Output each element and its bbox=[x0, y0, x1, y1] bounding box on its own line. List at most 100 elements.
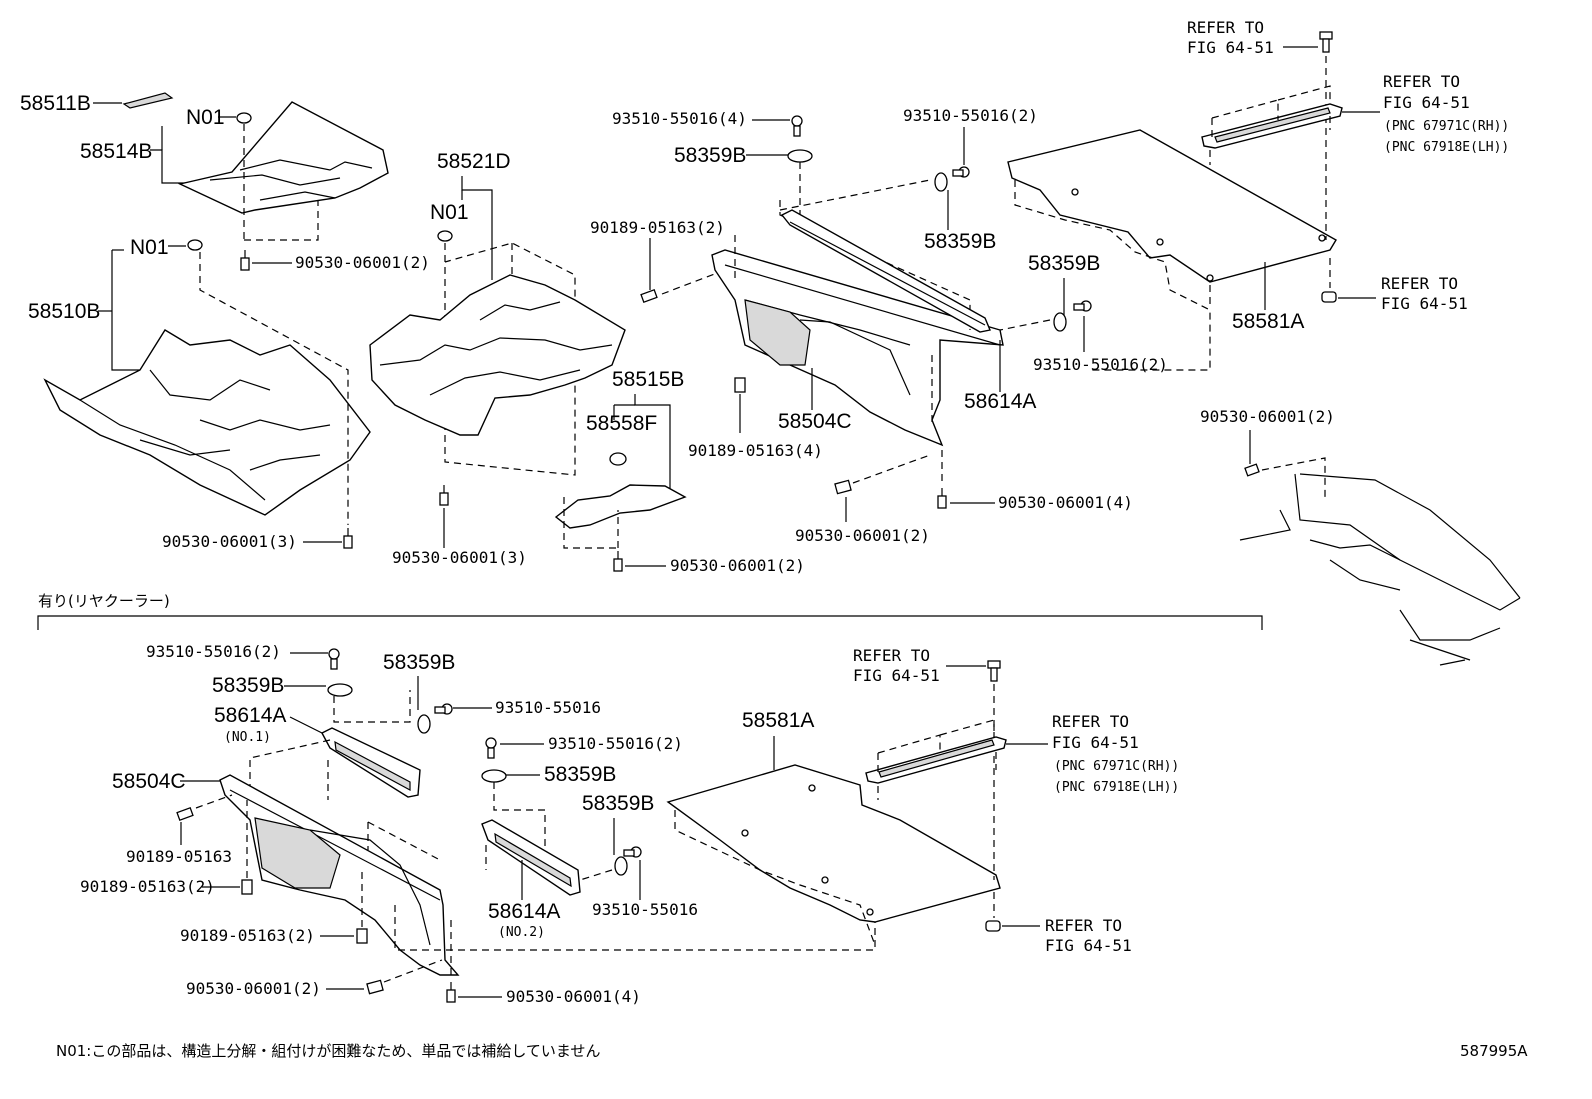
label-58504C-a: 58504C bbox=[778, 410, 852, 433]
part-58581A-b bbox=[666, 764, 1001, 923]
refer-f-line1: REFER TO bbox=[1045, 916, 1122, 935]
refer-f-line2: FIG 64-51 bbox=[1045, 936, 1132, 955]
bolt-90530-g bbox=[1244, 463, 1260, 477]
part-58614A-a bbox=[780, 209, 991, 333]
refer-c-line1: REFER TO bbox=[1381, 274, 1458, 293]
label-90530-06001-2-a: 90530-06001(2) bbox=[295, 253, 430, 272]
refer-b-line1: REFER TO bbox=[1383, 72, 1460, 91]
label-58510B: 58510B bbox=[28, 300, 100, 323]
clip-90189-b bbox=[734, 377, 746, 393]
label-93510-55016-2-d: 93510-55016(2) bbox=[548, 734, 683, 753]
screw-93510-f bbox=[485, 737, 497, 759]
label-90530-06001-2-c: 90530-06001(2) bbox=[795, 526, 930, 545]
clip-90189-e bbox=[356, 928, 368, 944]
clip-90189-c bbox=[176, 807, 194, 821]
label-90189-05163-4: 90189-05163(4) bbox=[688, 441, 823, 460]
clip-58359B-e bbox=[417, 714, 431, 734]
screw-refer-d bbox=[987, 660, 1001, 682]
label-90189-05163-2-b: 90189-05163(2) bbox=[80, 877, 215, 896]
clip-58359B-c bbox=[1053, 312, 1067, 332]
clip-58359B-b bbox=[934, 172, 948, 192]
label-N01-b: N01 bbox=[130, 236, 169, 259]
label-58581A-b: 58581A bbox=[742, 709, 814, 732]
figure-id: 587995A bbox=[1460, 1042, 1528, 1060]
part-58511B bbox=[122, 92, 174, 109]
clip-N01-c bbox=[437, 230, 453, 242]
label-90530-06001-2-d: 90530-06001(2) bbox=[1200, 407, 1335, 426]
label-90530-06001-4-a: 90530-06001(4) bbox=[998, 493, 1133, 512]
label-90189-05163-2-c: 90189-05163(2) bbox=[180, 926, 315, 945]
footnote: N01:この部品は、構造上分解・組付けが困難なため、単品では補給していません bbox=[56, 1042, 600, 1060]
pnc-a-line1: (PNC 67971C(RH)) bbox=[1384, 119, 1509, 134]
label-58359B-e: 58359B bbox=[383, 651, 455, 674]
bolt-90530-e bbox=[834, 479, 852, 495]
nut-refer-f bbox=[985, 920, 1001, 932]
bolt-90530-h bbox=[366, 979, 384, 995]
screw-refer-a bbox=[1319, 31, 1333, 53]
label-no1: (NO.1) bbox=[224, 730, 271, 745]
clip-N01-a bbox=[236, 112, 252, 124]
label-58359B-g: 58359B bbox=[582, 792, 654, 815]
bolt-90530-f bbox=[937, 488, 947, 509]
screw-93510-c bbox=[1073, 300, 1092, 312]
clip-58558F bbox=[609, 452, 627, 466]
label-90189-05163-a: 90189-05163 bbox=[126, 847, 232, 866]
clip-N01-b bbox=[187, 239, 203, 251]
screw-93510-d bbox=[328, 648, 340, 670]
refer-d-line1: REFER TO bbox=[853, 646, 930, 665]
label-58614A-b: 58614A bbox=[214, 704, 286, 727]
pnc-a-line2: (PNC 67918E(LH)) bbox=[1384, 140, 1509, 155]
label-58359B-b: 58359B bbox=[924, 230, 996, 253]
refer-a-line2: FIG 64-51 bbox=[1187, 38, 1274, 57]
label-N01-c: N01 bbox=[430, 201, 469, 224]
part-58514B bbox=[177, 101, 389, 214]
label-N01-a: N01 bbox=[186, 106, 225, 129]
label-90530-06001-4-b: 90530-06001(4) bbox=[506, 987, 641, 1006]
label-90530-06001-3-b: 90530-06001(3) bbox=[392, 548, 527, 567]
label-93510-55016-2-c: 93510-55016(2) bbox=[146, 642, 281, 661]
label-58359B-a: 58359B bbox=[674, 144, 746, 167]
label-58511B: 58511B bbox=[20, 92, 91, 115]
part-58510B bbox=[43, 329, 371, 516]
refer-a-line1: REFER TO bbox=[1187, 18, 1264, 37]
clip-90189-d bbox=[241, 879, 253, 895]
bolt-90530-c bbox=[439, 485, 449, 506]
label-58614A-c: 58614A bbox=[488, 900, 560, 923]
clip-58359B-a bbox=[787, 149, 813, 163]
label-93510-55016-b: 93510-55016 bbox=[592, 900, 698, 919]
bolt-90530-d bbox=[613, 551, 623, 572]
label-58614A-a: 58614A bbox=[964, 390, 1036, 413]
label-93510-55016-2-a: 93510-55016(2) bbox=[903, 106, 1038, 125]
label-93510-55016-2-b: 93510-55016(2) bbox=[1033, 355, 1168, 374]
refer-d-line2: FIG 64-51 bbox=[853, 666, 940, 685]
label-93510-55016-a: 93510-55016 bbox=[495, 698, 601, 717]
label-90530-06001-3-a: 90530-06001(3) bbox=[162, 532, 297, 551]
nut-refer-c bbox=[1321, 291, 1337, 303]
part-58515B bbox=[554, 484, 687, 529]
clip-58359B-d bbox=[327, 683, 353, 697]
bolt-90530-i bbox=[446, 982, 456, 1003]
label-90530-06001-2-b: 90530-06001(2) bbox=[670, 556, 805, 575]
label-58581A-a: 58581A bbox=[1232, 310, 1304, 333]
screw-93510-e bbox=[434, 703, 453, 715]
label-58558F: 58558F bbox=[586, 412, 657, 435]
part-58581A-a bbox=[1007, 129, 1337, 283]
label-58359B-f: 58359B bbox=[544, 763, 616, 786]
label-90530-06001-2-e: 90530-06001(2) bbox=[186, 979, 321, 998]
pnc-b-line2: (PNC 67918E(LH)) bbox=[1054, 780, 1179, 795]
label-93510-55016-4: 93510-55016(4) bbox=[612, 109, 747, 128]
screw-93510-g bbox=[623, 846, 642, 858]
part-58614A-c bbox=[481, 819, 581, 896]
bolt-90530-a bbox=[240, 250, 250, 271]
pnc-b-line1: (PNC 67971C(RH)) bbox=[1054, 759, 1179, 774]
clip-90189-a bbox=[640, 289, 658, 303]
part-58521D bbox=[369, 274, 626, 436]
part-garnish-a bbox=[1201, 103, 1343, 149]
part-58504C bbox=[711, 249, 1004, 447]
part-58614A-b bbox=[321, 727, 421, 798]
refer-e-line1: REFER TO bbox=[1052, 712, 1129, 731]
clip-58359B-g bbox=[614, 856, 628, 876]
label-90189-05163-2-a: 90189-05163(2) bbox=[590, 218, 725, 237]
body-section bbox=[1239, 473, 1521, 666]
